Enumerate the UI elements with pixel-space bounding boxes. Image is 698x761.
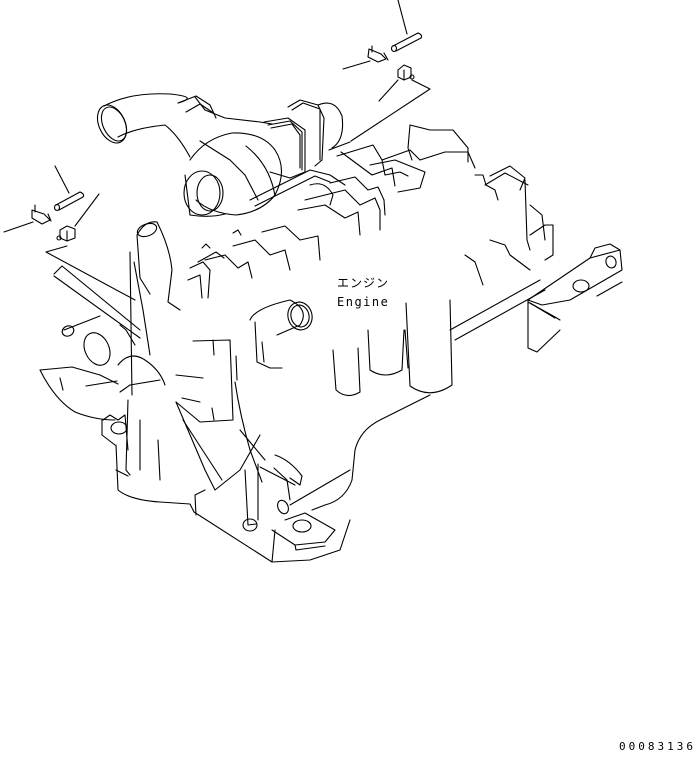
clamp-part-icon-left xyxy=(3,204,52,233)
engine-label-english: Engine xyxy=(337,295,390,309)
engine-block xyxy=(193,299,453,563)
cooling-fan xyxy=(39,221,266,513)
figure-id-number: 00083136 xyxy=(619,740,696,753)
upper-right-callout-group xyxy=(342,0,431,142)
hose-part-icon-left xyxy=(53,191,85,212)
cylinder-head xyxy=(204,124,554,341)
left-callout-group xyxy=(3,165,136,301)
connector-part-icon-left xyxy=(56,193,100,242)
hose-part-icon xyxy=(390,32,423,53)
connector-part-icon xyxy=(378,64,415,102)
clamp-part-icon xyxy=(342,45,389,70)
engine-label-japanese: エンジン xyxy=(337,276,390,290)
turbocharger xyxy=(96,93,351,217)
right-mount-bracket xyxy=(527,243,623,353)
head-accessories xyxy=(187,229,242,299)
